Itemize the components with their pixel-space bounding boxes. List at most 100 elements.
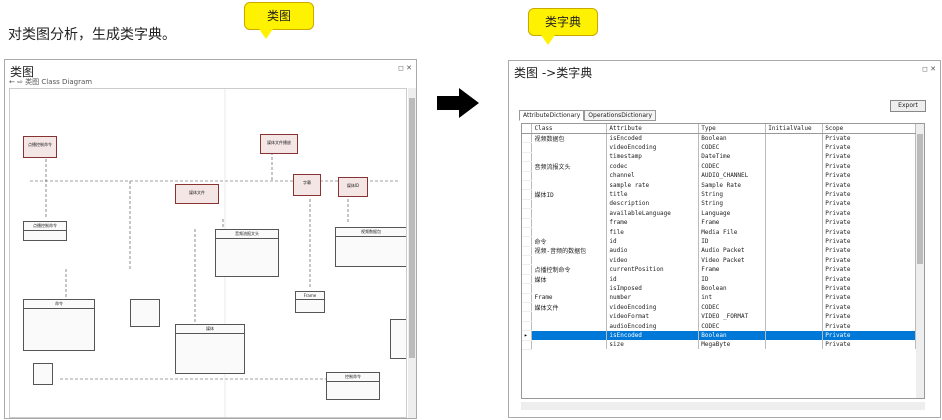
- cell-scope[interactable]: Private: [822, 330, 916, 341]
- cell-class[interactable]: 视频-音频的数据包: [531, 246, 608, 256]
- cell-attr[interactable]: videoEncoding: [606, 302, 700, 312]
- cell-init[interactable]: [765, 255, 824, 265]
- row-indicator[interactable]: [522, 293, 533, 304]
- cell-init[interactable]: [765, 152, 824, 162]
- cell-class[interactable]: [531, 255, 608, 265]
- diagram-uml-box[interactable]: 控制命令: [326, 372, 380, 400]
- diagram-canvas[interactable]: 点播控制命令 媒体文件播放 字幕 媒体ID 媒体文件 点播控制命令 音频流报文头…: [9, 88, 407, 418]
- diagram-class-box[interactable]: 媒体文件播放: [260, 134, 298, 154]
- table-scrollbar[interactable]: [916, 124, 924, 398]
- cell-type[interactable]: ID: [698, 236, 767, 247]
- cell-scope[interactable]: Private: [822, 264, 916, 275]
- cell-type[interactable]: CODEC: [698, 142, 767, 153]
- cell-init[interactable]: [765, 340, 824, 350]
- row-indicator[interactable]: [522, 283, 533, 294]
- cell-type[interactable]: Boolean: [698, 283, 767, 294]
- cell-attr[interactable]: audio: [606, 246, 700, 256]
- cell-type[interactable]: Frame: [698, 218, 767, 228]
- cell-scope[interactable]: Private: [822, 208, 916, 219]
- cell-scope[interactable]: Private: [822, 152, 916, 162]
- cell-class[interactable]: 媒体ID: [531, 189, 608, 200]
- row-indicator[interactable]: ▸: [522, 330, 533, 341]
- cell-scope[interactable]: Private: [822, 311, 916, 322]
- vertical-scrollbar[interactable]: [408, 88, 416, 418]
- tab-operations-dictionary[interactable]: OperationsDictionary: [584, 110, 657, 121]
- cell-scope[interactable]: Private: [822, 246, 916, 256]
- diagram-uml-box[interactable]: 命令: [23, 299, 95, 351]
- cell-attr[interactable]: isEncoded: [606, 133, 700, 143]
- diagram-uml-box[interactable]: 媒体: [175, 324, 245, 374]
- cell-scope[interactable]: Private: [822, 218, 916, 228]
- cell-class[interactable]: 媒体: [531, 274, 608, 284]
- row-indicator[interactable]: [522, 171, 533, 181]
- cell-class[interactable]: 命令: [531, 236, 608, 247]
- cell-type[interactable]: Video Packet: [698, 255, 767, 265]
- cell-init[interactable]: [765, 180, 824, 190]
- row-indicator[interactable]: [522, 133, 533, 144]
- cell-type[interactable]: DateTime: [698, 152, 767, 162]
- cell-class[interactable]: [531, 180, 608, 190]
- cell-scope[interactable]: Private: [822, 321, 916, 331]
- horizontal-scrollbar[interactable]: [521, 402, 925, 410]
- diagram-uml-box[interactable]: [33, 363, 53, 385]
- cell-class[interactable]: 点播控制命令: [531, 264, 608, 275]
- row-indicator[interactable]: [522, 340, 533, 351]
- cell-attr[interactable]: frame: [606, 218, 700, 228]
- cell-class[interactable]: [531, 218, 608, 228]
- cell-class[interactable]: [531, 340, 608, 350]
- cell-init[interactable]: [765, 236, 824, 247]
- cell-class[interactable]: [531, 283, 608, 294]
- window-buttons[interactable]: ◻ ✕: [398, 64, 412, 72]
- cell-type[interactable]: String: [698, 199, 767, 209]
- cell-scope[interactable]: Private: [822, 236, 916, 247]
- cell-init[interactable]: [765, 246, 824, 256]
- cell-scope[interactable]: Private: [822, 227, 916, 237]
- cell-scope[interactable]: Private: [822, 293, 916, 303]
- cell-attr[interactable]: sample rate: [606, 180, 700, 190]
- cell-type[interactable]: VIDEO _FORMAT: [698, 311, 767, 322]
- row-indicator[interactable]: [522, 246, 533, 257]
- column-header[interactable]: Class: [531, 124, 608, 134]
- cell-scope[interactable]: Private: [822, 340, 916, 350]
- window-buttons[interactable]: ◻ ✕: [922, 65, 936, 73]
- cell-attr[interactable]: isEncoded: [606, 330, 700, 341]
- diagram-class-box[interactable]: 媒体文件: [175, 184, 219, 204]
- column-header[interactable]: Scope: [822, 124, 916, 134]
- row-indicator[interactable]: [522, 218, 533, 228]
- cell-attr[interactable]: codec: [606, 161, 700, 172]
- cell-scope[interactable]: Private: [822, 133, 916, 143]
- diagram-class-box[interactable]: 媒体ID: [338, 177, 368, 197]
- cell-init[interactable]: [765, 264, 824, 275]
- cell-type[interactable]: Media File: [698, 227, 767, 237]
- cell-attr[interactable]: id: [606, 274, 700, 284]
- cell-class[interactable]: 媒体文件: [531, 302, 608, 312]
- row-indicator[interactable]: [522, 208, 533, 219]
- row-indicator[interactable]: [522, 302, 533, 313]
- diagram-uml-box[interactable]: Frame: [295, 291, 325, 313]
- cell-attr[interactable]: size: [606, 340, 700, 350]
- cell-scope[interactable]: Private: [822, 199, 916, 209]
- cell-class[interactable]: [531, 142, 608, 153]
- row-indicator[interactable]: [522, 311, 533, 322]
- cell-attr[interactable]: timestamp: [606, 152, 700, 162]
- cell-type[interactable]: Language: [698, 208, 767, 219]
- cell-type[interactable]: Frame: [698, 264, 767, 275]
- row-indicator[interactable]: [522, 255, 533, 266]
- cell-attr[interactable]: file: [606, 227, 700, 237]
- cell-class[interactable]: 音频流报文头: [531, 161, 608, 172]
- cell-init[interactable]: [765, 293, 824, 303]
- row-indicator[interactable]: [522, 180, 533, 191]
- row-indicator[interactable]: [522, 142, 533, 153]
- diagram-uml-box[interactable]: [390, 319, 406, 359]
- cell-class[interactable]: [531, 208, 608, 219]
- cell-attr[interactable]: number: [606, 293, 700, 303]
